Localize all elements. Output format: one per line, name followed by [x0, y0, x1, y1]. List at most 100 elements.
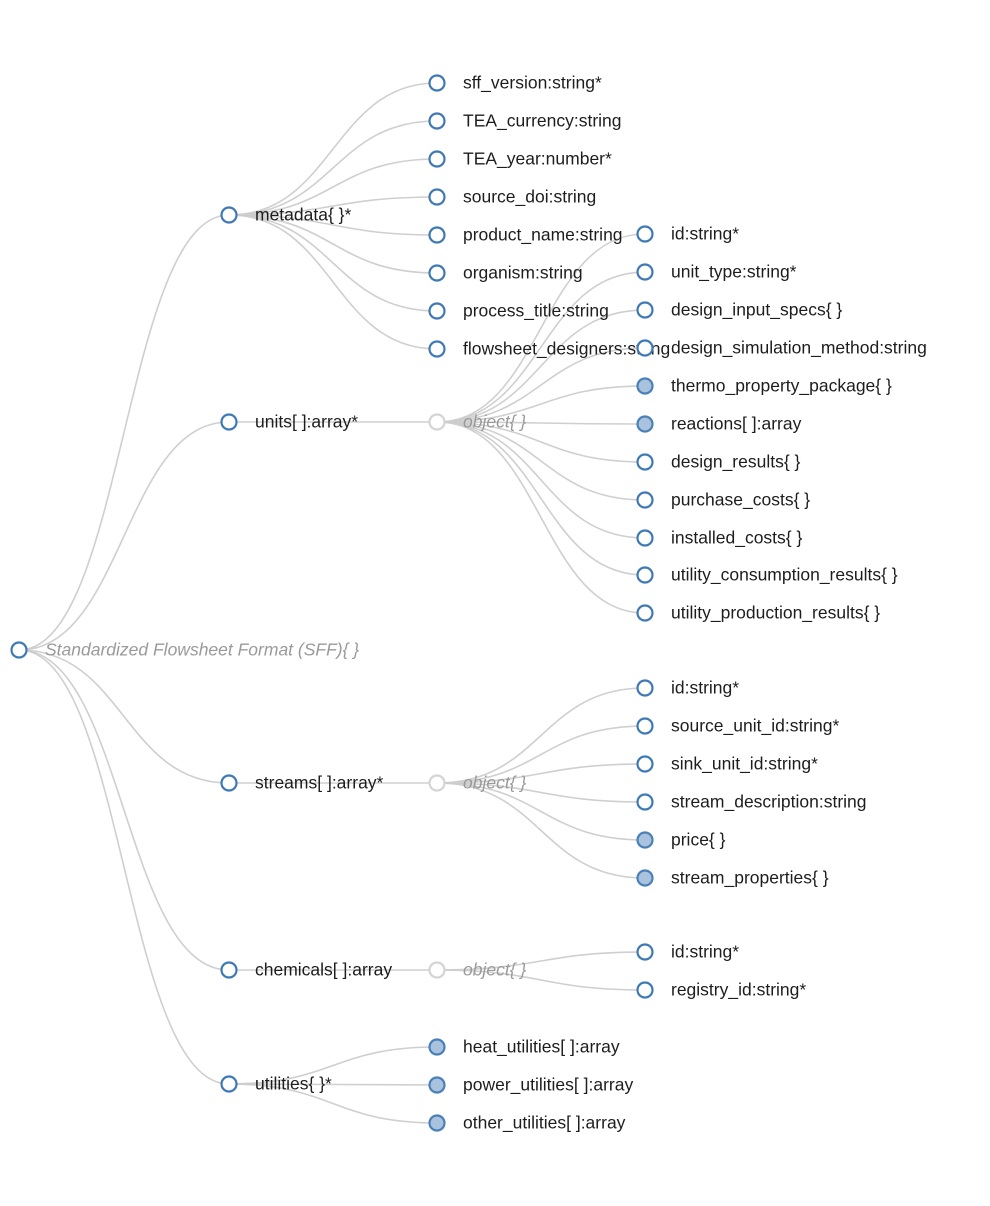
tree-links-layer	[18, 82, 646, 1124]
node-toggle-circle[interactable]	[428, 1114, 446, 1132]
node-label: source_unit_id:string*	[671, 716, 839, 737]
tree-node-st-2[interactable]: source_unit_id:string*	[636, 716, 840, 737]
node-toggle-circle[interactable]	[428, 112, 446, 130]
tree-node-ut-1[interactable]: heat_utilities[ ]:array	[428, 1037, 620, 1058]
tree-node-ut-3[interactable]: other_utilities[ ]:array	[428, 1113, 626, 1134]
tree-node-ch-1[interactable]: id:string*	[636, 942, 740, 962]
node-toggle-circle[interactable]	[428, 961, 446, 979]
node-toggle-circle[interactable]	[636, 415, 654, 433]
node-toggle-circle[interactable]	[636, 981, 654, 999]
tree-link	[228, 214, 438, 274]
node-toggle-circle[interactable]	[428, 340, 446, 358]
node-toggle-circle[interactable]	[220, 1075, 238, 1093]
node-toggle-circle[interactable]	[636, 717, 654, 735]
node-toggle-circle[interactable]	[636, 301, 654, 319]
node-toggle-circle[interactable]	[636, 377, 654, 395]
tree-node-un-3[interactable]: design_input_specs{ }	[636, 300, 843, 321]
tree-node-metadata[interactable]: metadata{ }*	[220, 205, 352, 225]
tree-node-st-3[interactable]: sink_unit_id:string*	[636, 754, 819, 775]
tree-node-md-6[interactable]: organism:string	[428, 263, 583, 283]
tree-node-streams-obj[interactable]: object{ }	[428, 773, 527, 793]
tree-link	[436, 271, 646, 423]
tree-link	[436, 782, 646, 879]
node-toggle-circle[interactable]	[636, 339, 654, 357]
node-label: TEA_currency:string	[463, 111, 622, 132]
tree-node-chemicals[interactable]: chemicals[ ]:array	[220, 960, 393, 980]
node-toggle-circle[interactable]	[428, 1038, 446, 1056]
node-toggle-circle[interactable]	[428, 302, 446, 320]
tree-node-st-4[interactable]: stream_description:string	[636, 792, 867, 813]
tree-link	[228, 214, 438, 312]
node-toggle-circle[interactable]	[10, 641, 28, 659]
tree-node-md-2[interactable]: TEA_currency:string	[428, 111, 622, 132]
tree-node-un-11[interactable]: utility_production_results{ }	[636, 603, 881, 624]
tree-node-un-6[interactable]: reactions[ ]:array	[636, 414, 802, 434]
tree-node-streams[interactable]: streams[ ]:array*	[220, 773, 384, 793]
node-label: source_doi:string	[463, 187, 596, 208]
tree-link	[436, 233, 646, 423]
node-toggle-circle[interactable]	[636, 529, 654, 547]
tree-node-st-5[interactable]: price{ }	[636, 830, 726, 850]
tree-node-units-obj[interactable]: object{ }	[428, 412, 527, 432]
tree-link	[436, 421, 646, 576]
tree-link	[436, 421, 646, 463]
node-label: process_title:string	[463, 301, 609, 322]
node-toggle-circle[interactable]	[636, 604, 654, 622]
node-toggle-circle[interactable]	[428, 188, 446, 206]
tree-node-md-5[interactable]: product_name:string	[428, 225, 623, 246]
node-toggle-circle[interactable]	[428, 413, 446, 431]
node-toggle-circle[interactable]	[428, 264, 446, 282]
node-label: units[ ]:array*	[255, 412, 358, 432]
node-toggle-circle[interactable]	[636, 679, 654, 697]
node-toggle-circle[interactable]	[636, 869, 654, 887]
tree-node-un-7[interactable]: design_results{ }	[636, 452, 801, 473]
tree-node-units[interactable]: units[ ]:array*	[220, 412, 359, 432]
tree-node-chem-obj[interactable]: object{ }	[428, 960, 527, 980]
node-toggle-circle[interactable]	[220, 961, 238, 979]
node-toggle-circle[interactable]	[220, 413, 238, 431]
node-toggle-circle[interactable]	[636, 566, 654, 584]
tree-node-un-1[interactable]: id:string*	[636, 224, 740, 244]
node-toggle-circle[interactable]	[636, 943, 654, 961]
tree-link	[228, 1083, 438, 1124]
node-toggle-circle[interactable]	[636, 453, 654, 471]
node-toggle-circle[interactable]	[636, 225, 654, 243]
node-toggle-circle[interactable]	[636, 831, 654, 849]
node-toggle-circle[interactable]	[428, 150, 446, 168]
node-toggle-circle[interactable]	[636, 793, 654, 811]
tree-node-root[interactable]: Standardized Flowsheet Format (SFF){ }	[10, 640, 360, 660]
tree-node-un-2[interactable]: unit_type:string*	[636, 262, 797, 283]
node-toggle-circle[interactable]	[428, 74, 446, 92]
node-toggle-circle[interactable]	[428, 226, 446, 244]
tree-link	[436, 687, 646, 784]
tree-node-ut-2[interactable]: power_utilities[ ]:array	[428, 1075, 634, 1096]
tree-node-un-4[interactable]: design_simulation_method:string	[636, 338, 927, 359]
node-label: purchase_costs{ }	[671, 490, 810, 511]
node-label: power_utilities[ ]:array	[463, 1075, 633, 1096]
tree-link	[436, 309, 646, 423]
node-toggle-circle[interactable]	[220, 774, 238, 792]
tree-node-md-3[interactable]: TEA_year:number*	[428, 149, 613, 170]
tree-node-md-7[interactable]: process_title:string	[428, 301, 609, 322]
tree-node-un-9[interactable]: installed_costs{ }	[636, 528, 803, 549]
tree-node-md-4[interactable]: source_doi:string	[428, 187, 597, 208]
tree-node-un-8[interactable]: purchase_costs{ }	[636, 490, 811, 511]
tree-node-st-1[interactable]: id:string*	[636, 678, 740, 698]
node-toggle-circle[interactable]	[636, 491, 654, 509]
tree-link	[436, 782, 646, 841]
tree-node-md-1[interactable]: sff_version:string*	[428, 73, 602, 94]
node-toggle-circle[interactable]	[428, 1076, 446, 1094]
node-toggle-circle[interactable]	[636, 755, 654, 773]
tree-node-ch-2[interactable]: registry_id:string*	[636, 980, 807, 1001]
tree-link	[228, 82, 438, 216]
tree-node-un-5[interactable]: thermo_property_package{ }	[636, 376, 892, 397]
node-toggle-circle[interactable]	[636, 263, 654, 281]
tree-link	[18, 649, 230, 1085]
tree-node-md-8[interactable]: flowsheet_designers:string	[428, 339, 671, 360]
tree-node-utilities[interactable]: utilities{ }*	[220, 1074, 333, 1094]
tree-node-un-10[interactable]: utility_consumption_results{ }	[636, 565, 898, 586]
node-toggle-circle[interactable]	[220, 206, 238, 224]
node-label: utilities{ }*	[255, 1074, 332, 1094]
tree-node-st-6[interactable]: stream_properties{ }	[636, 868, 829, 889]
node-toggle-circle[interactable]	[428, 774, 446, 792]
